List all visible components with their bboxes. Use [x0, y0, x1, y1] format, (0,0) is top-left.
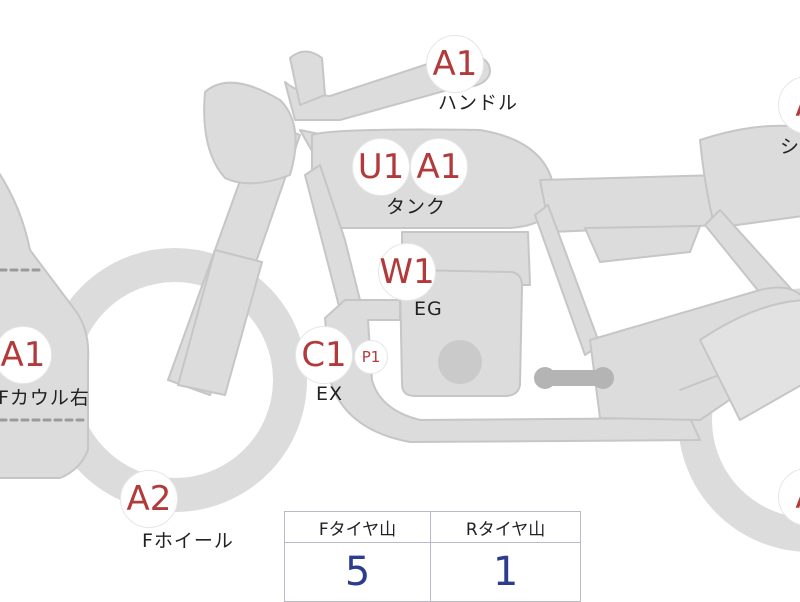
tank-code-badge-1: U1 — [352, 138, 410, 196]
tail-cowl — [699, 124, 800, 229]
exhaust-label: EX — [316, 383, 344, 405]
front-cowl-code-badge: A1 — [0, 326, 52, 384]
rear-tire-header: Rタイヤ山 — [430, 511, 581, 543]
front-wheel-label: Fホイール — [142, 530, 234, 552]
handle-label: ハンドル — [438, 92, 519, 114]
frame-rear — [534, 204, 601, 356]
rear-tire-value: 1 — [430, 542, 581, 602]
tire-tread-table: Fタイヤ山 Rタイヤ山 5 1 — [283, 511, 581, 602]
handle-code-badge: A1 — [426, 35, 484, 93]
engine-code-badge: W1 — [378, 243, 436, 301]
handle-stem — [289, 50, 326, 106]
footpeg — [540, 370, 608, 386]
tank-code-badge-2: A1 — [410, 138, 468, 196]
seat-label: シ — [780, 136, 800, 158]
fork-guard — [177, 249, 263, 396]
tank-label: タンク — [386, 196, 447, 218]
front-cowl — [0, 172, 90, 479]
engine-cover — [438, 340, 482, 384]
front-cowl-label: Fカウル右 — [0, 387, 90, 409]
table-header-row: Fタイヤ山 Rタイヤ山 — [283, 511, 581, 543]
exhaust-code-badge: C1 — [295, 326, 353, 384]
front-tire-header: Fタイヤ山 — [283, 511, 432, 543]
front-wheel-code-badge: A2 — [120, 470, 178, 528]
rear-hub — [699, 299, 800, 421]
exhaust-sub-code-badge: P1 — [354, 340, 388, 374]
headlight — [203, 81, 297, 185]
front-tire-value: 5 — [283, 542, 432, 602]
exhaust-pipe — [324, 299, 701, 443]
side-cover — [584, 225, 701, 263]
engine-label: EG — [414, 298, 443, 320]
table-value-row: 5 1 — [283, 542, 581, 602]
